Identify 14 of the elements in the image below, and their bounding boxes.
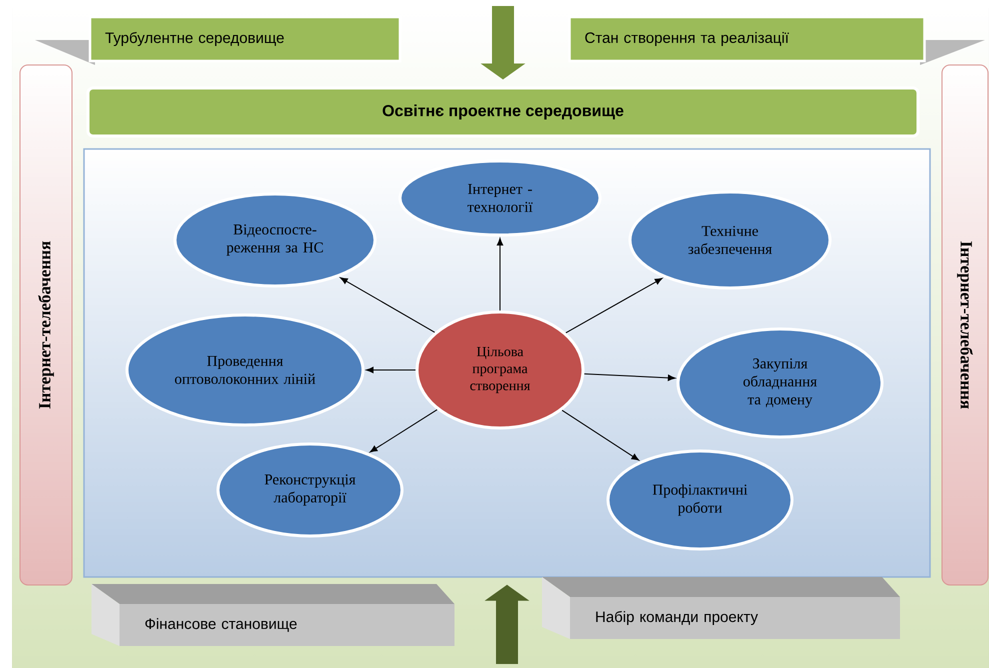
block-box: Набір команди проекту [542, 577, 900, 639]
arrow [562, 410, 640, 461]
arrow [584, 373, 676, 381]
arrow [340, 277, 436, 333]
arrow [496, 238, 504, 311]
side-bar: Інтернет-телебачення [20, 64, 72, 586]
arrow [370, 409, 438, 452]
header-band: Освітнє проектне середовище [86, 86, 920, 138]
arrow [565, 278, 662, 334]
arrow [366, 366, 416, 374]
side-bar: Інтернет-телебачення [942, 64, 988, 586]
block-box: Фінансове становище [92, 584, 454, 646]
label-box: Стан створення та реалізації [568, 16, 926, 62]
label-box: Турбулентне середовище [88, 16, 402, 62]
